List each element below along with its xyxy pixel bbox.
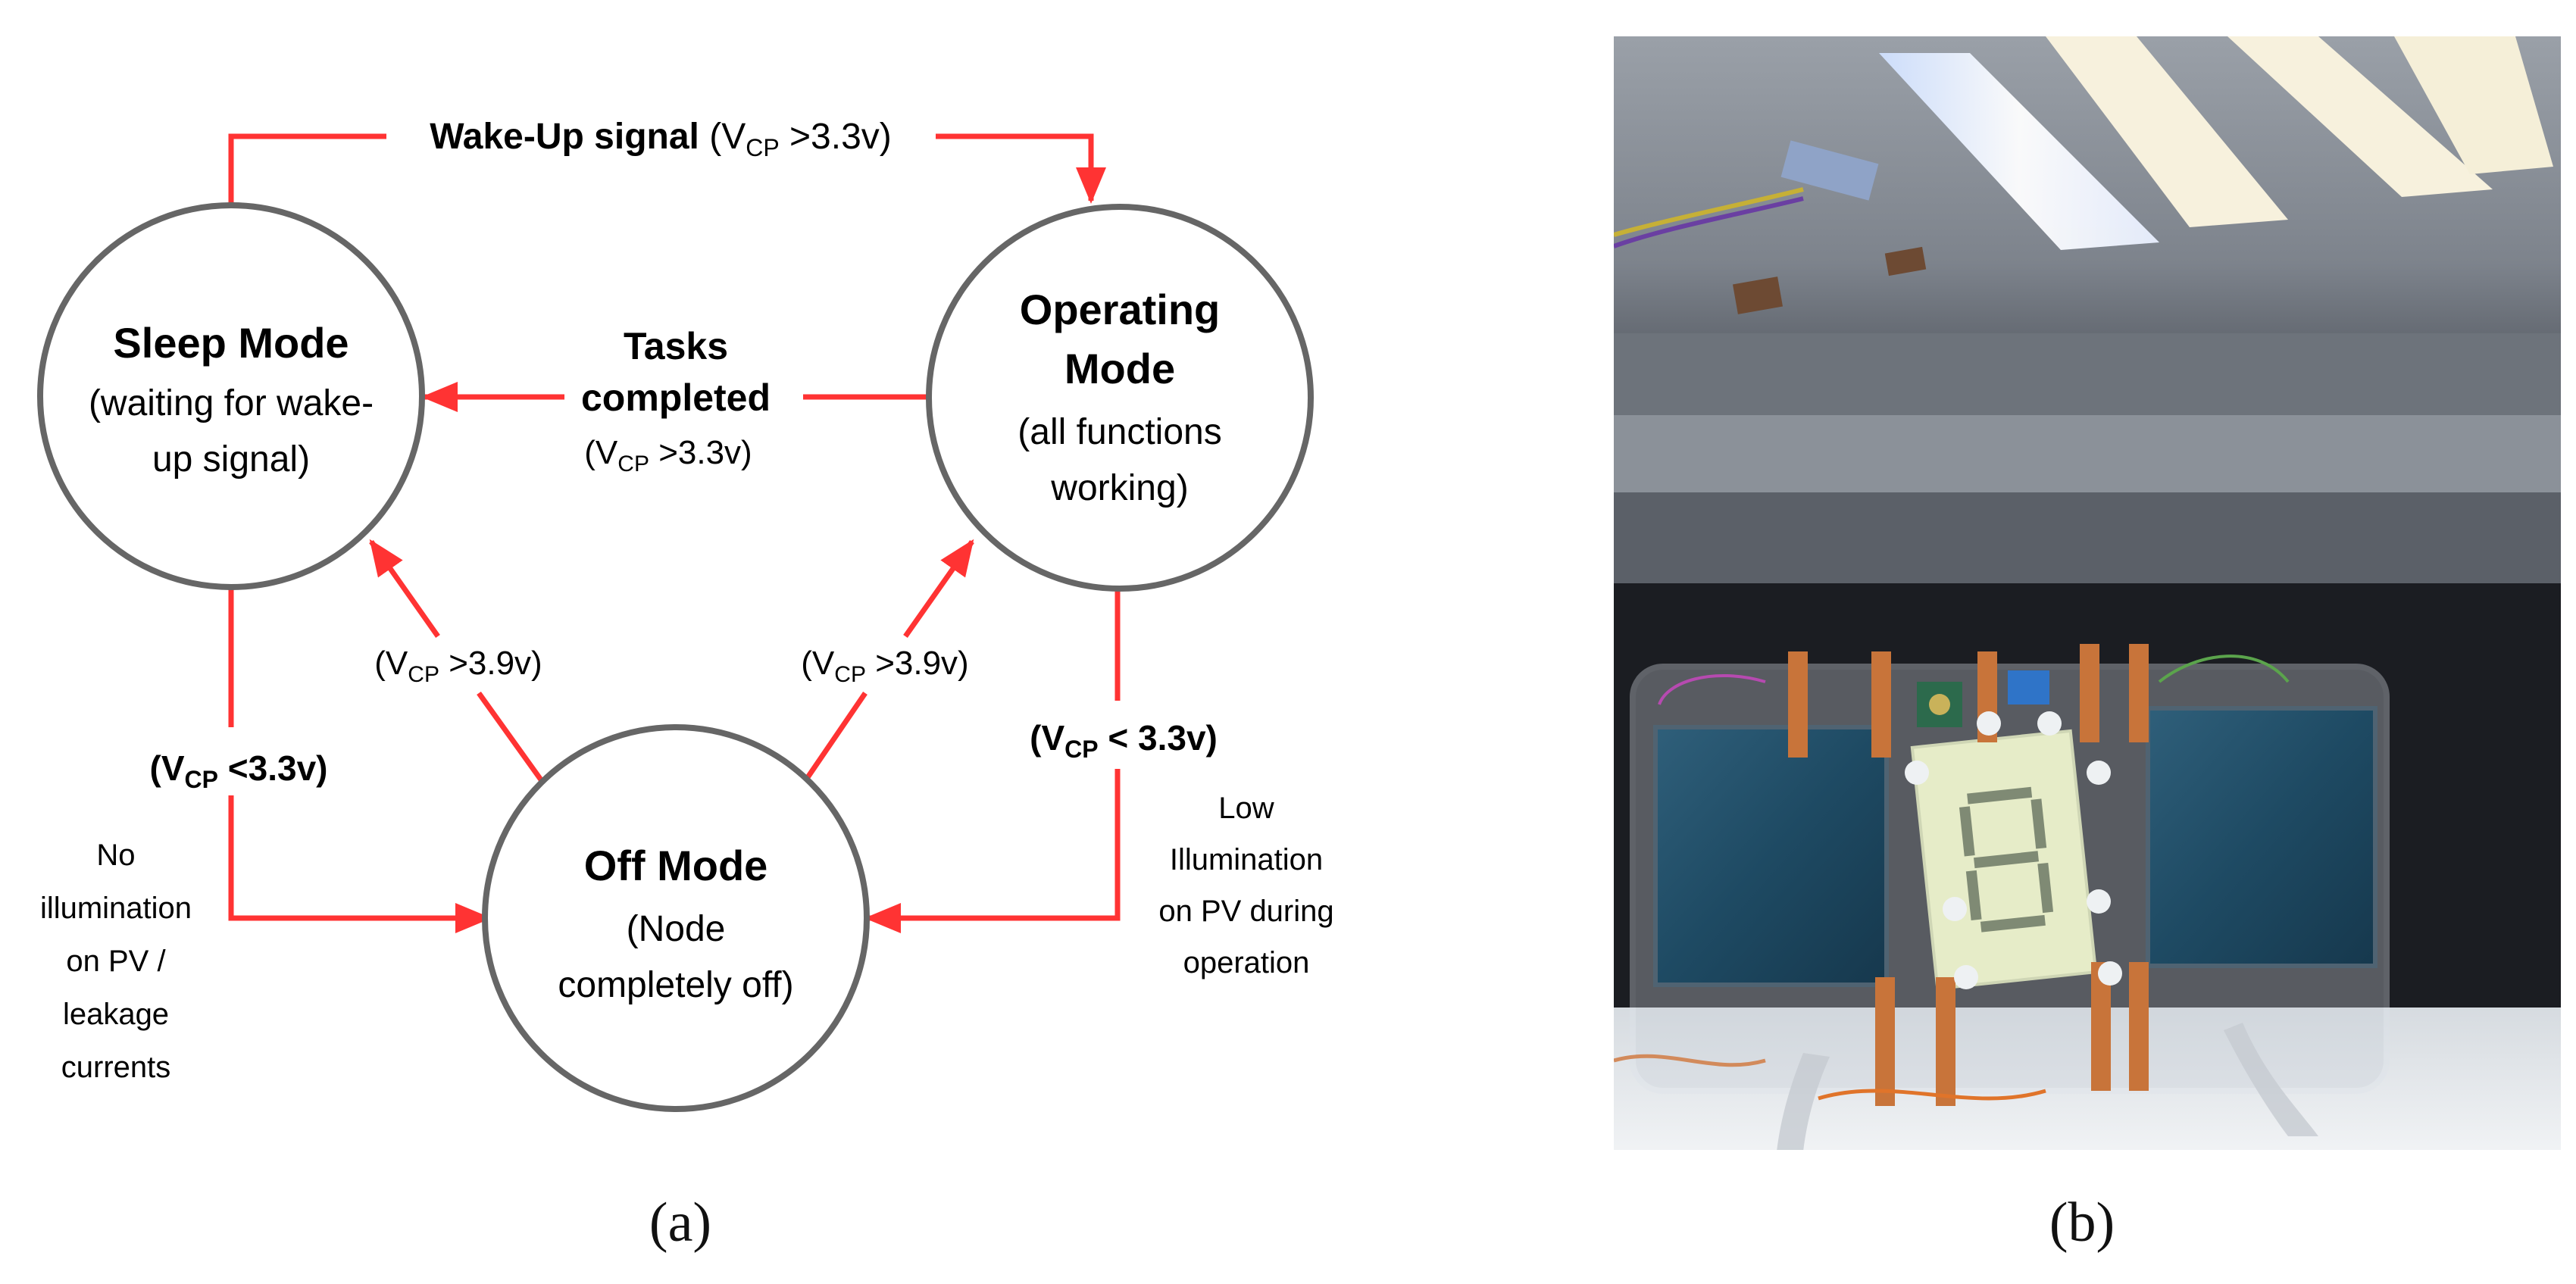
operating-mode-desc-1: (all functions: [1018, 412, 1221, 452]
state-operating-circle: [926, 204, 1314, 592]
sleep-mode-title: Sleep Mode: [113, 319, 349, 367]
note-left-line: illumination: [40, 892, 192, 925]
note-left-line: currents: [61, 1051, 171, 1084]
tasks-completed-cond: (VCP >3.3v): [584, 434, 752, 476]
arrow-sleep-to-off: [228, 583, 489, 918]
note-right-line: on PV during: [1158, 895, 1333, 928]
sleep-mode-desc-1: (waiting for wake-: [89, 383, 374, 423]
note-left-line: on PV /: [66, 945, 166, 978]
operating-mode-desc-2: working): [1050, 468, 1188, 508]
note-left-line: No: [96, 839, 135, 872]
arrow-off-to-sleep: [371, 542, 546, 786]
note-right-line: operation: [1183, 946, 1310, 979]
off-mode-title: Off Mode: [584, 842, 768, 889]
state-off-circle: [482, 724, 870, 1112]
note-right: Low Illumination on PV during operation: [1158, 792, 1333, 979]
sleep-mode-desc-2: up signal): [152, 439, 310, 480]
operating-mode-title-2: Mode: [1064, 345, 1175, 392]
wake-up-label: Wake-Up signal (VCP >3.3v): [430, 117, 892, 161]
arrow-off-to-operating: [801, 542, 972, 786]
note-right-line: Low: [1218, 792, 1274, 825]
tasks-completed-line-2: completed: [581, 376, 771, 419]
off-mode-desc-2: completely off): [558, 965, 793, 1005]
operating-mode-title-1: Operating: [1020, 286, 1220, 333]
caption-b: (b): [2049, 1192, 2115, 1254]
note-right-line: Illumination: [1170, 843, 1323, 876]
note-left: No illumination on PV / leakage currents: [40, 839, 192, 1084]
arrow-operating-to-off: [868, 583, 1121, 918]
tasks-completed-line-1: Tasks: [624, 325, 728, 367]
state-sleep-circle: [37, 202, 425, 590]
off-to-operating-cond: (VCP >3.9v): [801, 645, 968, 687]
off-to-sleep-cond: (VCP >3.9v): [374, 645, 542, 687]
sleep-to-off-cond: (VCP <3.3v): [150, 748, 328, 793]
off-mode-desc-1: (Node: [627, 909, 726, 949]
sensor-node-photo: [1614, 36, 2561, 1150]
note-left-line: leakage: [63, 998, 169, 1031]
operating-to-off-cond: (VCP < 3.3v): [1030, 718, 1218, 763]
caption-a: (a): [649, 1192, 712, 1254]
state-diagram: Sleep Mode (waiting for wake- up signal)…: [37, 117, 1334, 1112]
arrow-wake-up: [228, 133, 1091, 208]
